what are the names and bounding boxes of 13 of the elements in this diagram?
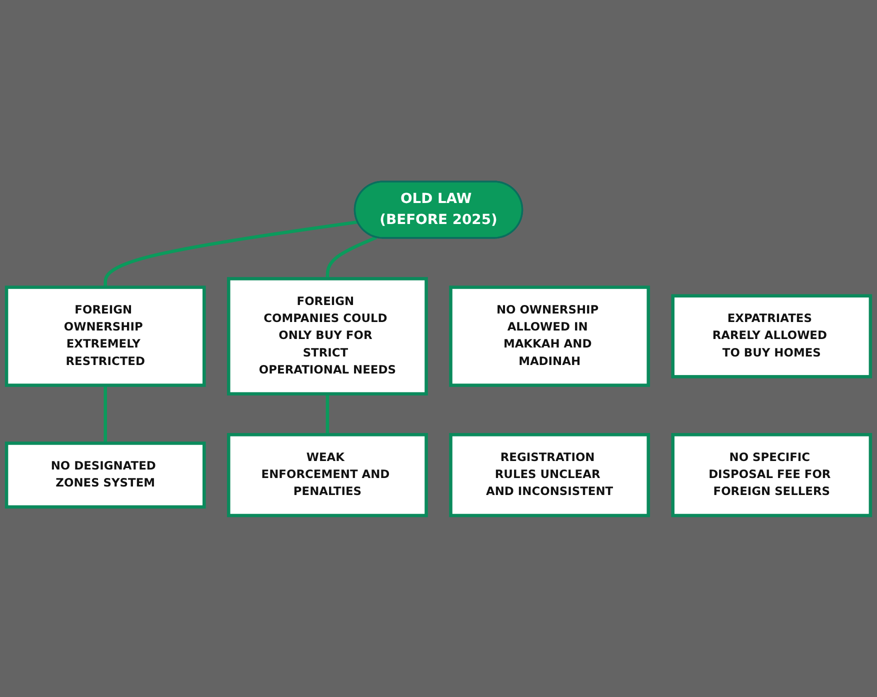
connector: [104, 220, 358, 288]
node-box: [4, 442, 206, 509]
node-box: [449, 433, 650, 518]
connector: [104, 385, 107, 444]
node-box: [671, 433, 872, 518]
node-box: [449, 286, 650, 387]
node-box: [671, 294, 872, 378]
flowchart: OLD LAW (BEFORE 2025) FOREIGN OWNERSHIP EXTREMELY RESTRICTED NO OWNERSHIP ALLOWED IN MAKKAH AND MADINAH EXPATRIATES RARELY ALLOWED TO BUY HOMES FOREIGN COMPANIES COULD ONLY BUY FOR STRICT OPERATIONAL NEEDS NO DESIGNATED ZONES SYSTEM REGISTRATION RULES UNCLEAR AND INCONSISTENT NO SPECIFIC DISPOSAL FEE FOR FOREIGN SELLERS WEAK ENFORCEMENT AND PENALTIES: [0, 174, 877, 522]
connector: [326, 394, 330, 435]
node-box: [4, 286, 206, 387]
node-box: [227, 433, 428, 518]
connector: [326, 236, 378, 279]
node-box: [227, 277, 428, 396]
